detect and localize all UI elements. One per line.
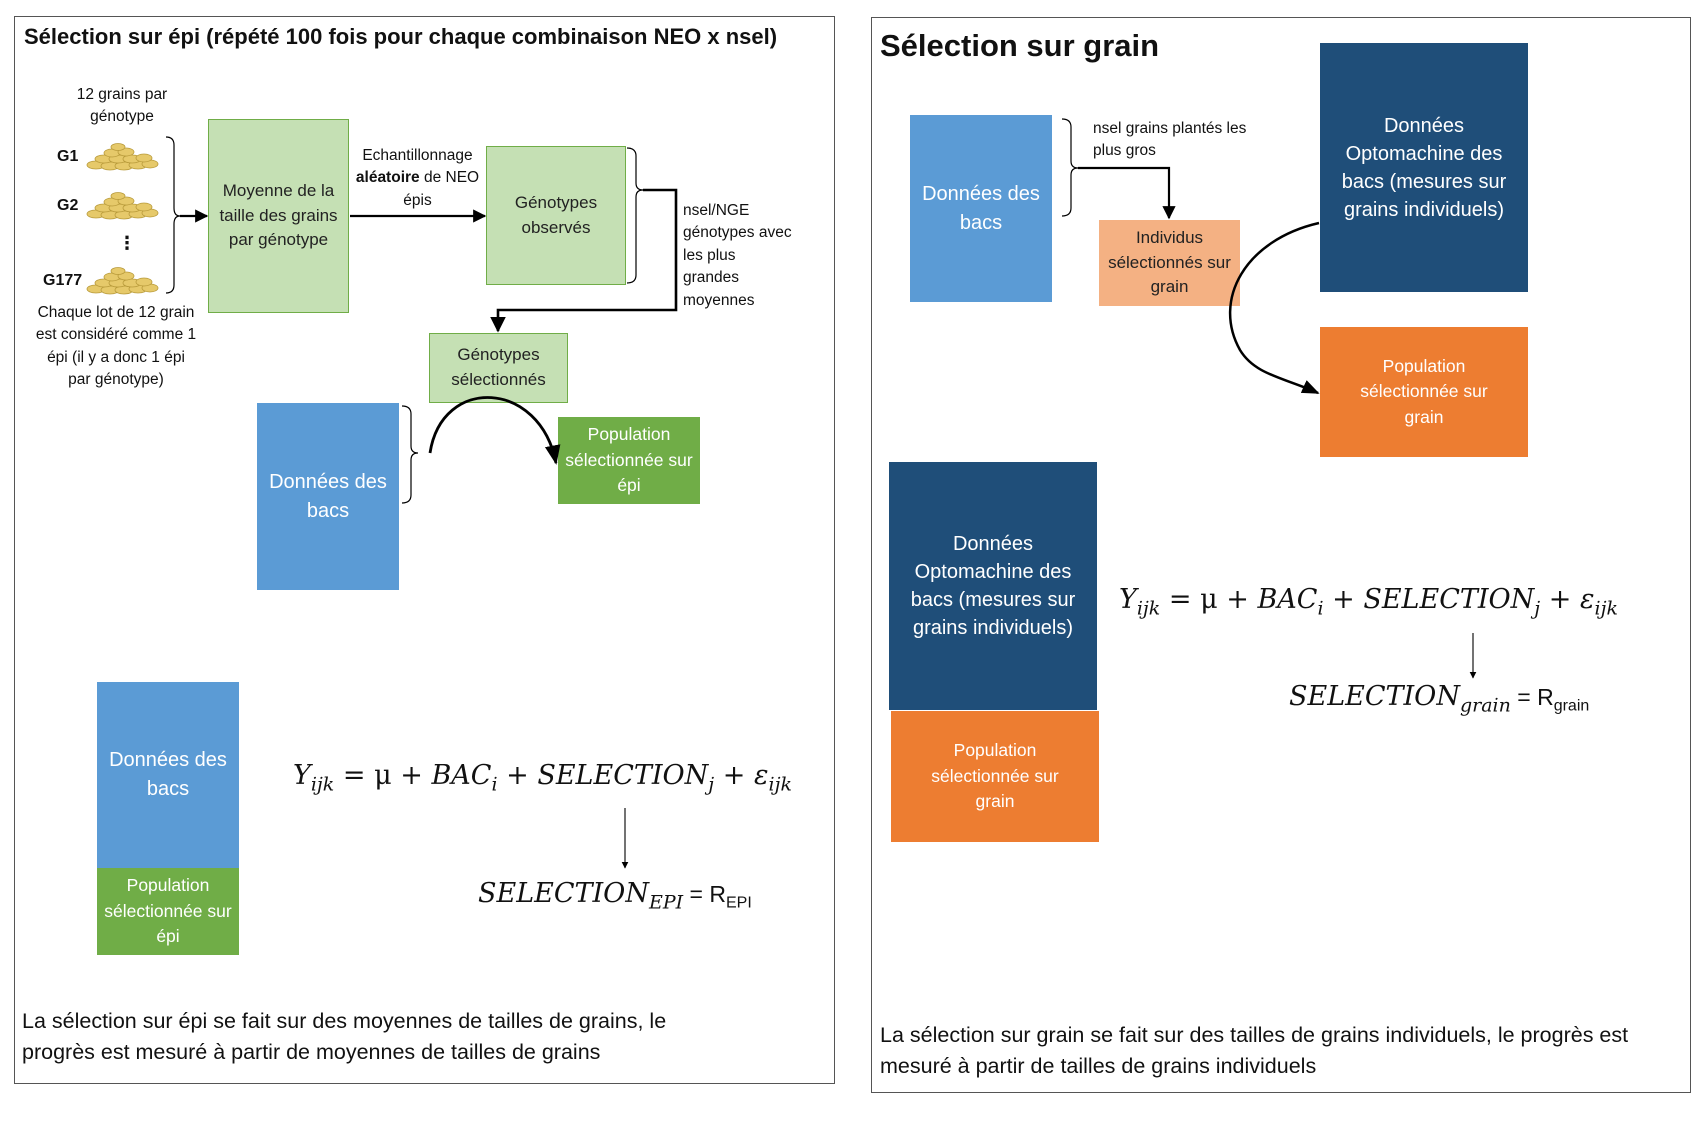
eq-plus-1: + [1217, 584, 1258, 615]
left-model-equation: Yijk = μ + BACi + SELECTIONj + εijk [293, 760, 792, 795]
pop-selected-grain-box: Population sélectionnée sur grain [1320, 327, 1528, 457]
result-r: REPI [709, 881, 751, 912]
bacs-data-box-right: Données des bacs [910, 115, 1052, 302]
result-selection: SELECTION [1289, 681, 1460, 712]
eq-selection-sub: j [1534, 597, 1541, 620]
left-result-equation: SELECTIONEPI = REPI [478, 878, 752, 913]
eq-equals: = [334, 760, 375, 791]
left-panel-title: Sélection sur épi (répété 100 fois pour … [24, 24, 778, 49]
result-r-sub: EPI [725, 894, 752, 912]
sampling-text-post: de NEO épis [403, 169, 480, 209]
eq-epsilon: ε [1580, 584, 1595, 615]
genotype-label-g2: G2 [57, 197, 79, 214]
result-r-letter: R [1537, 684, 1554, 710]
right-result-equation: SELECTIONgrain = Rgrain [1289, 681, 1589, 716]
bacs-brace [401, 405, 419, 504]
eq-selection: SELECTION [537, 760, 709, 791]
selected-genotypes-box: Génotypes sélectionnés [429, 333, 568, 403]
optomachine-data-box: Données Optomachine des bacs (mesures su… [1320, 43, 1528, 292]
grain-pile-icon-g177 [86, 267, 159, 295]
result-equals: = [683, 881, 710, 907]
grains-per-genotype-label: 12 grains par génotype [76, 86, 168, 126]
left-footer-text: La sélection sur épi se fait sur des moy… [22, 1009, 667, 1065]
result-selection-sub: EPI [648, 891, 684, 914]
eq-epsilon-sub: ijk [1594, 597, 1618, 620]
eq-y-sub: ijk [1136, 597, 1161, 620]
mean-size-box: Moyenne de la taille des grains par géno… [208, 119, 349, 313]
result-r-sub: grain [1553, 697, 1590, 715]
eq-selection: SELECTION [1363, 584, 1535, 615]
arrow-to-individus [1078, 166, 1176, 220]
eq-y-sub: ijk [310, 773, 335, 796]
optomachine-data-box-model: Données Optomachine des bacs (mesures su… [889, 462, 1097, 710]
eq-plus-1: + [391, 760, 432, 791]
pop-selected-epi-box-model: Population sélectionnée sur épi [97, 868, 239, 955]
genotype-label-g177: G177 [43, 272, 83, 289]
bacs-data-box-model: Données des bacs [97, 682, 239, 868]
eq-mu: μ [374, 760, 392, 791]
eq-equals: = [1160, 584, 1201, 615]
arrow-to-selected-box [490, 188, 678, 333]
eq-plus-2: + [1323, 584, 1364, 615]
selected-individuals-box: Individus sélectionnés sur grain [1099, 220, 1240, 306]
nsel-grains-label: nsel grains plantés les plus gros [1093, 120, 1247, 160]
result-selection: SELECTION [478, 878, 649, 909]
pop-selected-epi-box: Population sélectionnée sur épi [558, 417, 700, 504]
arrow-to-pop-grain [1228, 221, 1320, 395]
arrow-to-pop-epi [428, 396, 561, 465]
right-panel-title: Sélection sur grain [880, 28, 1160, 63]
result-equals: = [1510, 684, 1538, 710]
bacs-data-box: Données des bacs [257, 403, 399, 590]
sampling-text-pre: Echantillonnage [362, 147, 473, 164]
right-model-equation: Yijk = μ + BACi + SELECTIONj + εijk [1119, 584, 1618, 619]
eq-bac-sub: i [491, 773, 498, 796]
genotype-brace [165, 136, 181, 294]
genotype-label-ellipsis: ⋮ [118, 233, 136, 253]
observed-genotypes-box: Génotypes observés [486, 146, 626, 285]
eq-y: Y [1119, 584, 1137, 615]
eq-bac: BAC [431, 760, 492, 791]
eq-plus-2: + [497, 760, 538, 791]
result-r-letter: R [709, 881, 726, 907]
result-selection-sub: grain [1459, 694, 1511, 717]
grain-pile-icon-g1 [86, 143, 159, 171]
eq-mu: μ [1200, 584, 1218, 615]
eq-bac-sub: i [1317, 597, 1324, 620]
eq-bac: BAC [1257, 584, 1318, 615]
observed-brace [626, 147, 644, 284]
eq-y: Y [293, 760, 311, 791]
eq-plus-3: + [714, 760, 754, 791]
grain-pile-icon-g2 [86, 192, 159, 220]
eq-epsilon-sub: ijk [768, 773, 792, 796]
sampling-label: Echantillonnage aléatoire de NEO épis [350, 145, 485, 212]
eq-plus-3: + [1540, 584, 1580, 615]
sampling-text-bold: aléatoire [355, 169, 420, 187]
genotype-label-g1: G1 [57, 148, 79, 165]
eq-selection-sub: j [708, 773, 715, 796]
lot-note-label: Chaque lot de 12 grain est considéré com… [35, 304, 197, 389]
right-bacs-brace [1061, 118, 1079, 217]
right-footer-text: La sélection sur grain se fait sur des t… [880, 1023, 1629, 1079]
pop-selected-grain-box-model: Population sélectionnée sur grain [891, 711, 1099, 842]
nsel-note-label: nsel/NGE génotypes avec les plus grandes… [683, 202, 792, 309]
result-r: Rgrain [1537, 684, 1589, 715]
eq-epsilon: ε [754, 760, 769, 791]
